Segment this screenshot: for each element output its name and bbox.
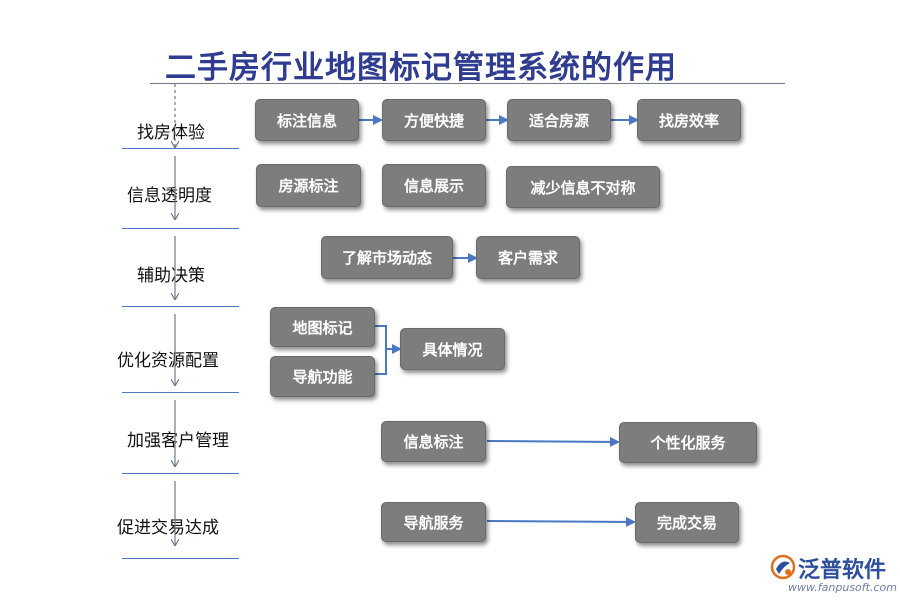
- arrow-xinxi-to-gexinghua: [486, 436, 620, 447]
- row-label-youhua-ziyuan: 优化资源配置: [117, 351, 219, 371]
- row-separator: [122, 473, 239, 474]
- row-separator: [122, 392, 239, 393]
- brand-url: www.fanpusoft.com: [788, 581, 897, 594]
- box-jianshao-xinxi: 减少信息不对称: [506, 166, 660, 208]
- box-xinxi-zhanshi: 信息展示: [382, 164, 486, 207]
- box-daohang-gongneng: 导航功能: [270, 356, 375, 397]
- row-label-zhaofang-tiyan: 找房体验: [137, 123, 205, 143]
- brand-logo: 泛普软件 www.fanpusoft.com: [770, 552, 897, 597]
- bracket-connector: [375, 325, 387, 375]
- box-xinxi-biaozhu: 信息标注: [381, 421, 486, 462]
- box-daohang-fuwu: 导航服务: [381, 502, 486, 542]
- row-label-fuzhu-juece: 辅助决策: [137, 266, 205, 286]
- box-kehu-xuqiu: 客户需求: [476, 236, 580, 279]
- box-shihe-fangyuan: 适合房源: [507, 99, 611, 141]
- arrow-daohang-to-wancheng: [486, 516, 636, 527]
- box-juti-qingkuang: 具体情况: [400, 328, 505, 370]
- box-fangbian-kuaijie: 方便快捷: [382, 99, 486, 141]
- box-gexinghua-fuwu: 个性化服务: [619, 422, 757, 463]
- row-separator: [122, 148, 239, 149]
- row-separator: [122, 558, 239, 559]
- box-fangyuan-biaozhu: 房源标注: [256, 164, 361, 207]
- fanpu-logo-icon: [770, 554, 796, 580]
- box-wancheng-jiaoyi: 完成交易: [635, 502, 739, 543]
- brand-name: 泛普软件: [798, 558, 887, 583]
- box-zhaofang-xiaolv: 找房效率: [637, 99, 741, 141]
- row-label-jiaqiang-kehu: 加强客户管理: [127, 431, 229, 451]
- title-underline: [150, 83, 785, 84]
- box-ditu-biaoji: 地图标记: [270, 307, 375, 347]
- box-biaozhu-xinxi: 标注信息: [255, 99, 359, 141]
- row-label-xinxi-toumingdu: 信息透明度: [127, 186, 212, 206]
- row-separator: [122, 306, 239, 307]
- box-liaojie-shichang: 了解市场动态: [321, 236, 453, 279]
- diagram-title: 二手房行业地图标记管理系统的作用: [165, 50, 677, 86]
- row-label-cujin-jiaoyi: 促进交易达成: [117, 518, 219, 538]
- row-separator: [122, 228, 239, 229]
